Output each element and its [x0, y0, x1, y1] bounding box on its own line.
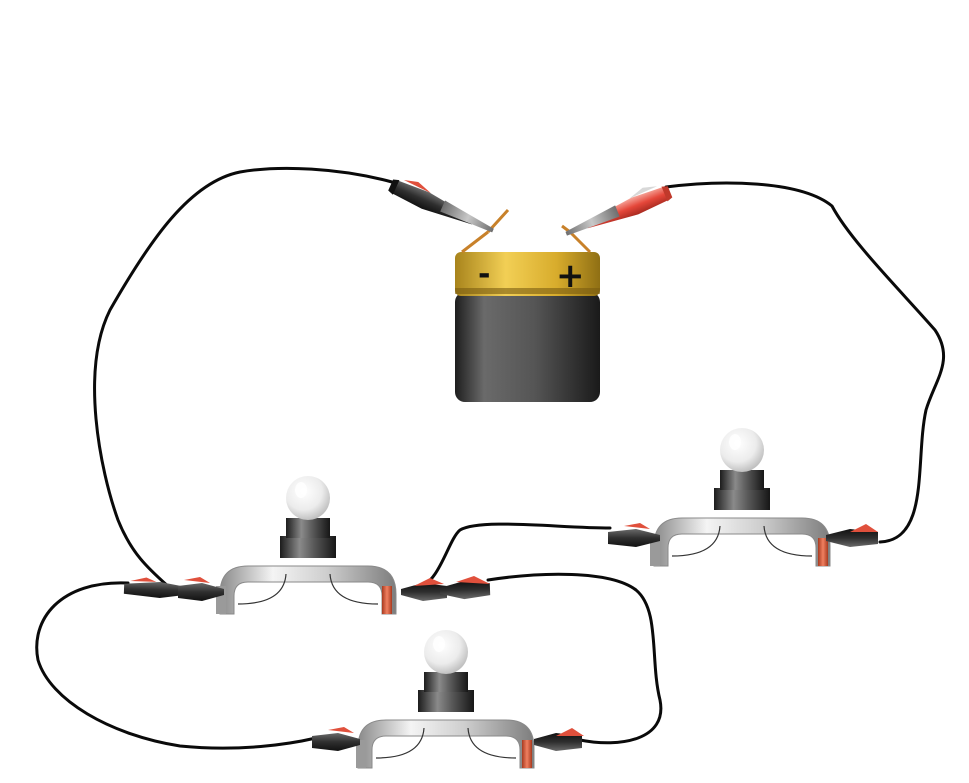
clip-right-bulb-a[interactable]	[608, 523, 660, 547]
wires	[35, 166, 946, 750]
wire-left-bulb-to-right-bulb[interactable]	[416, 522, 612, 590]
bulb-left-terminal-right	[382, 586, 392, 614]
wire-positive-to-right-bulb[interactable]	[664, 181, 946, 544]
bulb-bottom-terminal-left	[356, 740, 366, 768]
battery-cap	[455, 252, 600, 296]
clip-left-bulb-a[interactable]	[123, 577, 193, 599]
bulb-left-terminal-left	[216, 586, 226, 614]
bulb-left[interactable]	[216, 475, 397, 615]
bulb-right-terminal-left	[650, 538, 660, 566]
wire-negative-to-left-bulb[interactable]	[93, 166, 394, 590]
battery[interactable]: - +	[455, 208, 600, 402]
clip-left-bulb-b[interactable]	[178, 577, 224, 601]
clip-bottom-bulb-a[interactable]	[312, 727, 360, 751]
bulb-right[interactable]	[650, 427, 831, 567]
clip-right-bulb-b[interactable]	[826, 529, 878, 547]
positive-clip[interactable]	[561, 179, 673, 242]
clip-left-bulb-c[interactable]	[401, 583, 447, 601]
clip-left-bulb-d[interactable]	[439, 580, 491, 600]
negative-clip[interactable]	[387, 172, 499, 239]
battery-positive-label: +	[556, 256, 585, 296]
battery-negative-label: -	[478, 257, 490, 292]
wire-left-bulb-to-bottom-bulb-right[interactable]	[486, 572, 663, 745]
bulb-bottom-terminal-right	[522, 740, 532, 768]
clip-bottom-bulb-b[interactable]	[534, 733, 582, 751]
battery-negative-terminal	[461, 230, 489, 254]
wire-left-bulb-to-bottom-bulb-left[interactable]	[35, 581, 318, 750]
bulb-bottom[interactable]	[356, 629, 535, 769]
battery-positive-terminal	[568, 230, 592, 254]
bulb-right-terminal-right	[818, 538, 828, 566]
battery-body	[455, 292, 600, 402]
